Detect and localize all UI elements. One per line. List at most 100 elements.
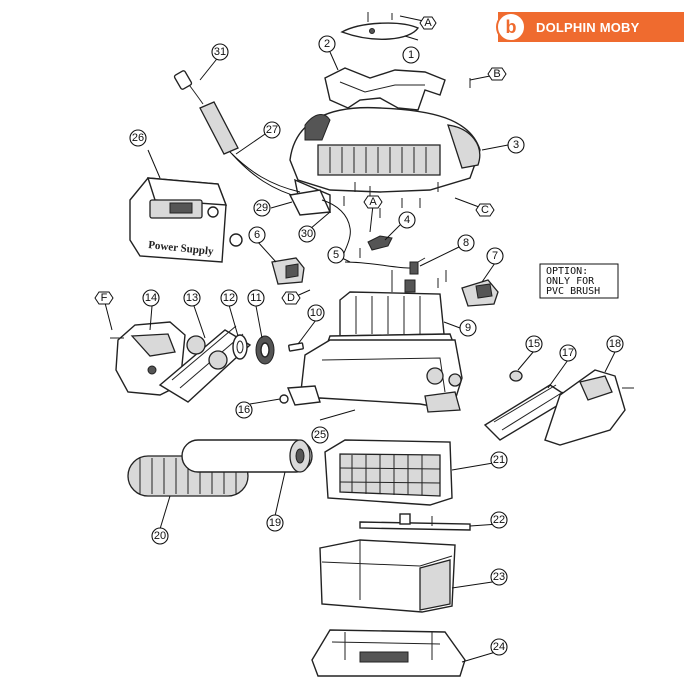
- part-chassis: [286, 339, 463, 413]
- callout-9: 9: [459, 319, 477, 337]
- callout-4: 4: [398, 211, 416, 229]
- part-filter-clip: [359, 513, 471, 531]
- svg-text:18: 18: [609, 338, 621, 350]
- part-filter-basket: [324, 439, 453, 506]
- part-pvc-brush-option: [461, 279, 499, 307]
- callout-6: 6: [248, 226, 266, 244]
- ref-tag-a-mid: A: [363, 195, 383, 209]
- callout-1: 1: [402, 46, 420, 64]
- part-impeller: [367, 235, 393, 251]
- svg-text:31: 31: [214, 46, 226, 58]
- svg-text:5: 5: [333, 249, 339, 261]
- callout-14: 14: [142, 289, 160, 307]
- svg-text:30: 30: [301, 228, 313, 240]
- svg-text:A: A: [369, 196, 377, 208]
- svg-text:17: 17: [562, 347, 574, 359]
- callout-15: 15: [525, 335, 543, 353]
- svg-text:22: 22: [493, 514, 505, 526]
- brand-logo-icon: b: [496, 12, 526, 42]
- part-roller: [181, 439, 313, 473]
- part-motor-unit: [324, 270, 456, 351]
- part-bushing: [509, 370, 523, 382]
- part-power-supply: Power Supply: [129, 177, 243, 263]
- brand-banner: b DOLPHIN MOBY: [496, 12, 684, 42]
- callout-12: 12: [220, 289, 238, 307]
- callout-20: 20: [151, 527, 169, 545]
- part-pin: [288, 342, 304, 352]
- part-cable-swivel: [173, 70, 303, 199]
- svg-text:19: 19: [269, 517, 281, 529]
- ref-tag-a-top: A: [419, 16, 437, 30]
- svg-text:16: 16: [238, 404, 250, 416]
- callout-23: 23: [490, 568, 508, 586]
- ref-tag-d: D: [281, 291, 301, 305]
- part-motor-cable: [344, 248, 411, 269]
- callout-10: 10: [307, 304, 325, 322]
- svg-text:15: 15: [528, 338, 540, 350]
- svg-text:11: 11: [250, 292, 261, 304]
- svg-text:29: 29: [256, 202, 268, 214]
- callout-30: 30: [298, 225, 316, 243]
- callout-25: 25: [311, 426, 329, 444]
- svg-text:B: B: [493, 68, 500, 80]
- part-drive-gear: [255, 335, 275, 365]
- brand-name: DOLPHIN MOBY: [536, 19, 640, 35]
- ref-tag-f: F: [94, 291, 114, 305]
- callout-16: 16: [235, 401, 253, 419]
- option-note: OPTION: ONLY FOR PVC BRUSH: [539, 263, 619, 299]
- svg-text:7: 7: [492, 250, 498, 262]
- callout-5: 5: [327, 246, 345, 264]
- svg-text:1: 1: [408, 49, 414, 61]
- part-left-track: [158, 325, 252, 403]
- callout-26: 26: [129, 129, 147, 147]
- callout-21: 21: [490, 451, 508, 469]
- svg-text:6: 6: [254, 229, 260, 241]
- part-wheel: [232, 334, 248, 360]
- part-side-panel: [288, 189, 351, 263]
- screws: [343, 182, 447, 526]
- callout-13: 13: [183, 289, 201, 307]
- ref-tag-c: C: [475, 203, 495, 217]
- part-right-side-panel: [544, 369, 634, 446]
- svg-text:27: 27: [266, 124, 278, 136]
- callout-29: 29: [253, 199, 271, 217]
- ref-tag-b: B: [487, 67, 507, 81]
- callout-3: 3: [507, 136, 525, 154]
- brand-badge-letter: b: [505, 16, 517, 37]
- svg-text:13: 13: [186, 292, 198, 304]
- callout-22: 22: [490, 511, 508, 529]
- option-note-line-1: OPTION:: [546, 266, 588, 277]
- callout-31: 31: [211, 43, 229, 61]
- callout-24: 24: [490, 638, 508, 656]
- callout-27: 27: [263, 121, 281, 139]
- svg-text:23: 23: [493, 571, 505, 583]
- part-filter-cover: [319, 539, 456, 613]
- option-note-line-2: ONLY FOR: [546, 276, 595, 287]
- svg-text:2: 2: [324, 38, 330, 50]
- callout-19: 19: [266, 514, 284, 532]
- svg-text:A: A: [424, 17, 432, 29]
- svg-text:3: 3: [513, 139, 519, 151]
- svg-text:8: 8: [463, 237, 469, 249]
- part-washer: [279, 394, 289, 404]
- svg-text:10: 10: [310, 307, 322, 319]
- svg-text:20: 20: [154, 530, 166, 542]
- svg-text:4: 4: [404, 214, 410, 226]
- part-bracket: [271, 257, 305, 285]
- part-handle: [324, 67, 471, 111]
- svg-text:24: 24: [493, 641, 505, 653]
- svg-text:25: 25: [314, 429, 326, 441]
- callout-17: 17: [559, 344, 577, 362]
- part-body-shell: [289, 106, 481, 213]
- svg-text:D: D: [287, 292, 295, 304]
- svg-text:9: 9: [465, 322, 471, 334]
- svg-text:26: 26: [132, 132, 144, 144]
- callout-11: 11: [247, 289, 265, 307]
- svg-text:21: 21: [493, 454, 505, 466]
- callout-18: 18: [606, 335, 624, 353]
- part-top-cap: [340, 12, 420, 40]
- svg-text:C: C: [481, 204, 489, 216]
- part-caddy-base: [311, 629, 466, 677]
- part-left-side-panel: [110, 321, 186, 396]
